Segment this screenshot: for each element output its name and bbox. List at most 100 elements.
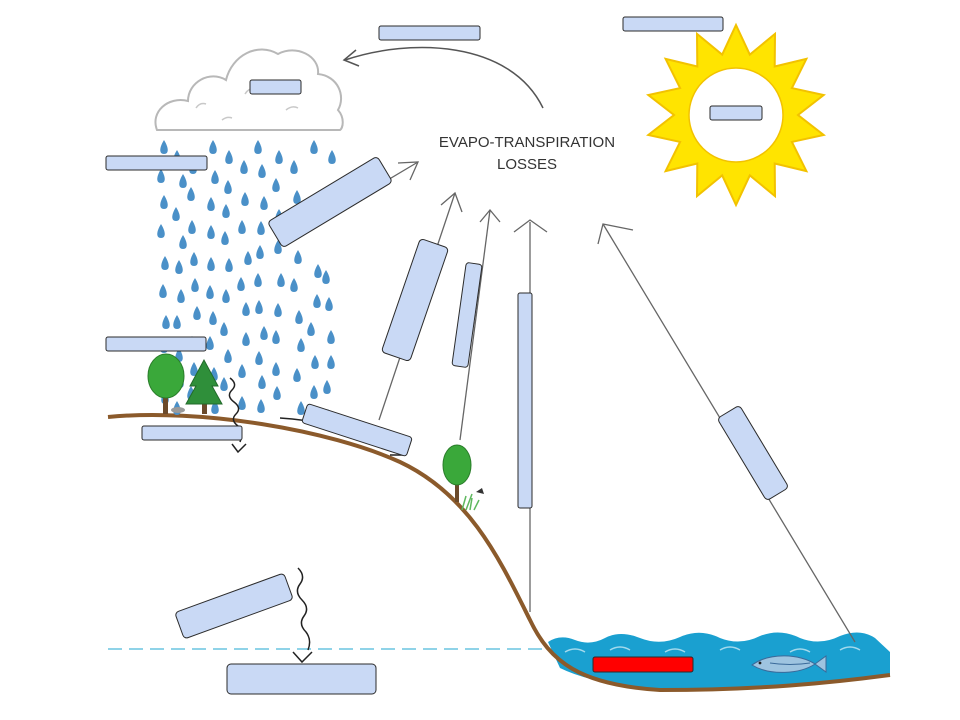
rain-drop xyxy=(272,330,280,344)
groundwater-label[interactable] xyxy=(226,663,377,695)
rain-drop xyxy=(240,160,248,174)
rain-drop xyxy=(307,322,315,336)
rain-drop xyxy=(193,306,201,320)
cloud-label[interactable] xyxy=(249,79,302,95)
rain-drop xyxy=(325,297,333,311)
rain-drop xyxy=(314,264,322,278)
rain-drop xyxy=(254,273,262,287)
rain-drop xyxy=(242,332,250,346)
rain-drop xyxy=(255,300,263,314)
return-to-cloud-arrow xyxy=(344,46,544,109)
vegetation-right xyxy=(442,444,484,511)
rain-drop xyxy=(177,289,185,303)
percolation-arrow xyxy=(292,567,313,664)
rain-drop xyxy=(313,294,321,308)
water-surface-evaporation-arrowhead xyxy=(597,223,634,245)
evapotranspiration-title-line2: LOSSES xyxy=(497,156,557,173)
rain-drop xyxy=(157,224,165,238)
rain-drop xyxy=(258,375,266,389)
rain-drop xyxy=(272,362,280,376)
sun-label[interactable] xyxy=(709,105,763,121)
water-surface-evaporation-label[interactable] xyxy=(717,405,789,501)
rain-drop xyxy=(241,192,249,206)
rain-drop xyxy=(254,140,262,154)
rain-drop xyxy=(162,315,170,329)
rain-drop xyxy=(207,225,215,239)
rain-drops xyxy=(157,140,336,423)
rain-drop xyxy=(157,169,165,183)
rain-drop xyxy=(256,245,264,259)
rain-drop xyxy=(327,330,335,344)
label-boxes xyxy=(105,16,789,695)
rain-drop xyxy=(173,315,181,329)
rain-drop xyxy=(160,195,168,209)
rain-drop xyxy=(221,231,229,245)
rain-drop xyxy=(206,285,214,299)
rain-label[interactable] xyxy=(105,155,208,171)
rain-drop xyxy=(220,322,228,336)
ground-profile xyxy=(107,412,891,693)
rain-drop xyxy=(179,174,187,188)
rain-drop xyxy=(323,380,331,394)
rain-drop xyxy=(273,386,281,400)
rain-drop xyxy=(275,150,283,164)
rain-drop xyxy=(238,220,246,234)
rain-drop xyxy=(238,364,246,378)
infiltration-label[interactable] xyxy=(141,425,243,441)
rain-drop xyxy=(160,140,168,154)
infiltration-arrow xyxy=(228,377,247,454)
rain-drop xyxy=(222,289,230,303)
rain-drop xyxy=(190,362,198,376)
rain-drop xyxy=(297,338,305,352)
rain-drop xyxy=(179,235,187,249)
transpiration-label[interactable] xyxy=(451,262,483,368)
rain-drop xyxy=(172,207,180,221)
fish xyxy=(751,655,827,673)
rain-drop xyxy=(238,396,246,410)
rain-drop xyxy=(211,170,219,184)
runoff-label[interactable] xyxy=(301,403,413,457)
vegetation-left xyxy=(147,353,223,414)
rain-drop xyxy=(207,197,215,211)
rain-drop xyxy=(220,377,228,391)
rain-drop xyxy=(290,160,298,174)
rain-drop xyxy=(310,140,318,154)
rain-drop xyxy=(328,150,336,164)
rain-drop xyxy=(311,355,319,369)
rain-drop xyxy=(209,140,217,154)
percolation-label[interactable] xyxy=(175,573,294,639)
evaporation-from-rain-label[interactable] xyxy=(267,156,392,248)
rain-drop xyxy=(190,252,198,266)
rain-drop xyxy=(222,204,230,218)
rain-drop xyxy=(224,180,232,194)
rain-drop xyxy=(257,221,265,235)
rain-drop xyxy=(297,401,305,415)
top-arrow-label[interactable] xyxy=(378,25,481,41)
rain-drop xyxy=(290,278,298,292)
water-body-label[interactable] xyxy=(592,656,694,673)
vegetation-label[interactable] xyxy=(105,336,207,352)
sun-top-label[interactable] xyxy=(622,16,724,32)
evapotranspiration-title-line1: EVAPO-TRANSPIRATION xyxy=(439,134,615,151)
rain-drop xyxy=(159,284,167,298)
rain-drop xyxy=(293,368,301,382)
rain-drop xyxy=(161,256,169,270)
transpiration-arrowhead xyxy=(479,208,501,223)
rain-drop xyxy=(327,355,335,369)
rain-drop xyxy=(260,326,268,340)
river-evaporation-label[interactable] xyxy=(517,292,533,509)
rain-drop xyxy=(310,385,318,399)
transpiration-arrow xyxy=(459,209,491,441)
rain-drop xyxy=(209,311,217,325)
evaporation-from-soil-label[interactable] xyxy=(381,238,449,362)
rain-drop xyxy=(322,270,330,284)
rain-drop xyxy=(272,178,280,192)
river-evaporation-arrowhead xyxy=(513,219,548,233)
rain-drop xyxy=(244,251,252,265)
rain-drop xyxy=(191,278,199,292)
rain-drop xyxy=(207,257,215,271)
soil-evaporation-arrowhead xyxy=(440,191,463,213)
rain-drop xyxy=(274,303,282,317)
